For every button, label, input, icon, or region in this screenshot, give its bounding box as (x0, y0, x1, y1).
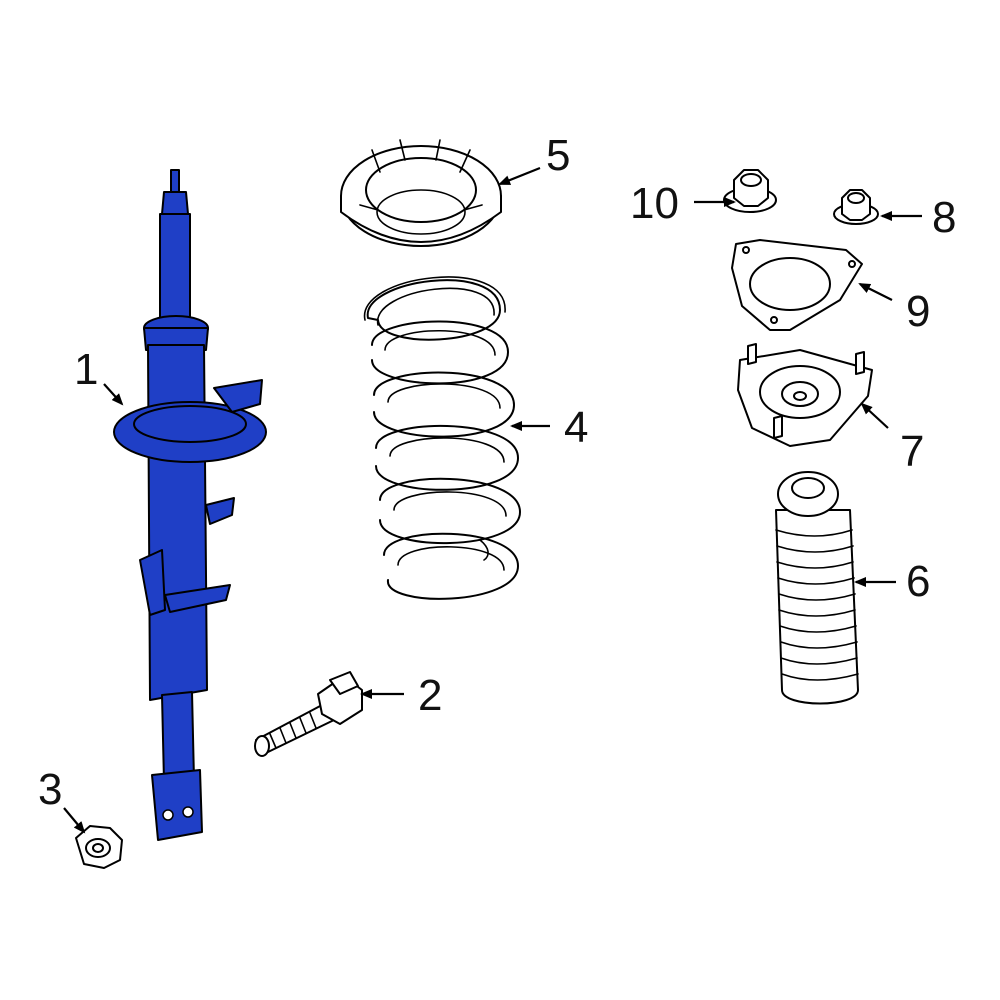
callout-5: 5 (546, 131, 570, 180)
callout-8: 8 (932, 193, 956, 242)
upper-strut-mount[interactable] (737, 343, 873, 447)
callout-2: 2 (418, 671, 442, 720)
strut-nut[interactable] (75, 825, 123, 869)
dust-boot[interactable] (775, 471, 859, 705)
callout-1: 1 (74, 345, 98, 394)
upper-spring-seat[interactable] (340, 139, 502, 247)
callout-4: 4 (564, 403, 588, 452)
strut-mount-plate[interactable] (731, 239, 863, 331)
flange-nut-10[interactable] (723, 169, 777, 213)
flange-nut-8[interactable] (833, 189, 879, 225)
callout-3: 3 (38, 765, 62, 814)
callout-7: 7 (900, 427, 924, 476)
callout-arrows (63, 166, 922, 834)
coil-spring[interactable] (364, 276, 521, 600)
strut-assembly[interactable] (113, 169, 267, 841)
strut-bolt[interactable] (254, 671, 363, 757)
callout-6: 6 (906, 557, 930, 606)
callout-10: 10 (630, 179, 679, 228)
callout-labels: 1 2 3 4 5 6 7 8 9 10 (38, 131, 956, 814)
callout-9: 9 (906, 287, 930, 336)
